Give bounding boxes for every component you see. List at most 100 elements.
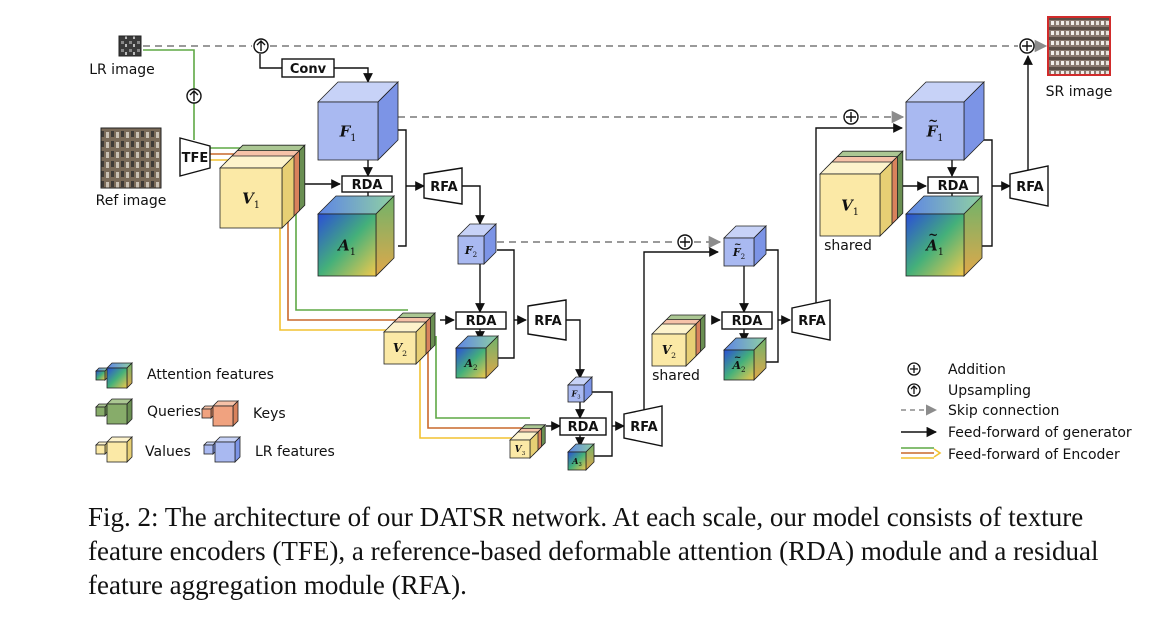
legend-lr-features-label: LR features	[255, 444, 335, 460]
cube-f3-label: F3	[571, 388, 581, 400]
legend-lr-icon	[203, 436, 241, 463]
rfa-block-3: RFA	[623, 405, 663, 447]
cube-a2: A2	[455, 335, 499, 379]
svg-text:RDA: RDA	[352, 178, 383, 193]
svg-text:LR image: LR image	[89, 62, 155, 78]
sr-image: SR image	[1046, 16, 1113, 100]
rfa-block-2: RFA	[527, 299, 567, 341]
ref-image: Ref image	[96, 127, 167, 209]
legend-queries-icon	[95, 398, 133, 425]
cube-f1: F1	[317, 81, 399, 161]
skip-connections	[143, 39, 1048, 249]
svg-text:RFA: RFA	[534, 314, 561, 329]
legend-keys-icon-large	[212, 400, 239, 427]
legend-right: Addition Upsampling Skip connection Feed…	[901, 362, 1132, 463]
rfa-block-5: RFA	[1009, 165, 1049, 207]
svg-text:Addition: Addition	[948, 362, 1006, 378]
legend-values-label: Values	[145, 444, 191, 460]
cube-a1-tilde-tilde: ~	[928, 227, 938, 241]
legend-keys-label: Keys	[253, 406, 286, 422]
stack-v1-shared: V1	[819, 150, 904, 237]
svg-text:RFA: RFA	[430, 180, 457, 195]
legend-skip: Skip connection	[901, 403, 1059, 419]
legend-attention-icon-small	[95, 367, 109, 381]
lr-image: LR image	[89, 35, 155, 78]
stack-v3-values: V3	[509, 431, 539, 459]
rda-block-4: RDA	[721, 311, 773, 330]
legend-addition: Addition	[907, 362, 1006, 378]
legend-values-icon-small	[95, 441, 109, 455]
cube-a3-label: A3	[571, 456, 582, 468]
stack-v3-values-label: V3	[515, 445, 526, 457]
stack-v2-shared: V2	[651, 314, 706, 367]
stack-v2-values: V2	[383, 321, 427, 365]
legend-keys-icon	[201, 400, 239, 427]
svg-text:Ref image: Ref image	[96, 193, 167, 209]
legend-attention-icon-large	[106, 362, 133, 389]
cube-a2-tilde: A2~	[723, 337, 767, 381]
svg-text:RDA: RDA	[466, 314, 497, 329]
legend-queries-icon-large	[106, 398, 133, 425]
legend-attention-icon	[95, 362, 133, 389]
svg-text:Skip connection: Skip connection	[948, 403, 1059, 419]
rda-block-5: RDA	[927, 176, 979, 194]
cube-a1: A1	[317, 195, 395, 277]
cube-f2-tilde-tilde: ~	[734, 240, 741, 250]
cube-f3: F3	[567, 376, 593, 403]
upsampling-icon	[186, 88, 202, 104]
stack-v2: V2	[383, 312, 436, 365]
legend-lr-icon-small	[203, 441, 217, 455]
svg-text:RFA: RFA	[1016, 180, 1043, 195]
cube-f1-tilde-tilde: ~	[928, 113, 938, 127]
svg-text:RDA: RDA	[568, 420, 599, 435]
stack-v1: V1	[219, 144, 306, 229]
svg-text:RFA: RFA	[798, 314, 825, 329]
stack-v2-shared-values: V2	[651, 323, 697, 367]
legend-values-icon-large	[106, 436, 133, 463]
upsampling-icon	[253, 38, 269, 54]
rda-block-3: RDA	[559, 417, 607, 436]
tfe-block: TFE	[179, 137, 211, 177]
svg-text:Upsampling: Upsampling	[948, 383, 1031, 399]
legend-ff-encoder: Feed-forward of Encoder	[901, 447, 1120, 463]
addition-icon	[677, 234, 693, 250]
cube-a1-tilde: A1~	[905, 195, 983, 277]
legend-values-icon	[95, 436, 133, 463]
legend-queries-label: Queries	[147, 404, 201, 420]
svg-text:RFA: RFA	[630, 420, 657, 435]
rda-block-2: RDA	[455, 311, 507, 330]
svg-text:TFE: TFE	[182, 151, 209, 166]
svg-text:Feed-forward of generator: Feed-forward of generator	[948, 425, 1132, 441]
cube-a2-tilde-tilde: ~	[734, 353, 741, 363]
stack-v1-values: V1	[219, 155, 295, 229]
legend-keys-icon-small	[201, 405, 215, 419]
legend-ff-generator: Feed-forward of generator	[901, 425, 1132, 441]
legend-upsampling: Upsampling	[907, 383, 1031, 399]
conv-block: Conv	[281, 58, 335, 78]
svg-text:RDA: RDA	[732, 314, 763, 329]
svg-text:SR image: SR image	[1046, 84, 1113, 100]
svg-text:RDA: RDA	[938, 179, 969, 194]
svg-text:Feed-forward of Encoder: Feed-forward of Encoder	[948, 447, 1120, 463]
addition-icon	[843, 109, 859, 125]
shared-label: shared	[652, 368, 700, 384]
legend-left: Attention features Queries Keys Values L…	[95, 362, 335, 463]
stack-v3: V3	[509, 423, 547, 459]
legend-queries-icon-small	[95, 403, 109, 417]
addition-icon	[1019, 38, 1035, 54]
rfa-block-1: RFA	[423, 167, 463, 205]
architecture-diagram: LR image Ref image SR image TFE Conv RDA…	[89, 16, 1132, 471]
rfa-block-4: RFA	[791, 299, 831, 341]
svg-text:Conv: Conv	[290, 62, 327, 77]
shared-label: shared	[824, 238, 872, 254]
encoder-lines	[143, 49, 530, 439]
legend-attention-label: Attention features	[147, 367, 274, 383]
figure-caption: Fig. 2: The architecture of our DATSR ne…	[88, 502, 1099, 600]
legend-lr-icon-large	[214, 436, 241, 463]
cube-f2-tilde: F2~	[723, 225, 767, 267]
cube-f1-tilde: F1~	[905, 81, 985, 161]
cube-a3: A3	[567, 443, 595, 471]
stack-v1-shared-values: V1	[819, 161, 893, 237]
cube-f2: F2	[457, 223, 497, 265]
